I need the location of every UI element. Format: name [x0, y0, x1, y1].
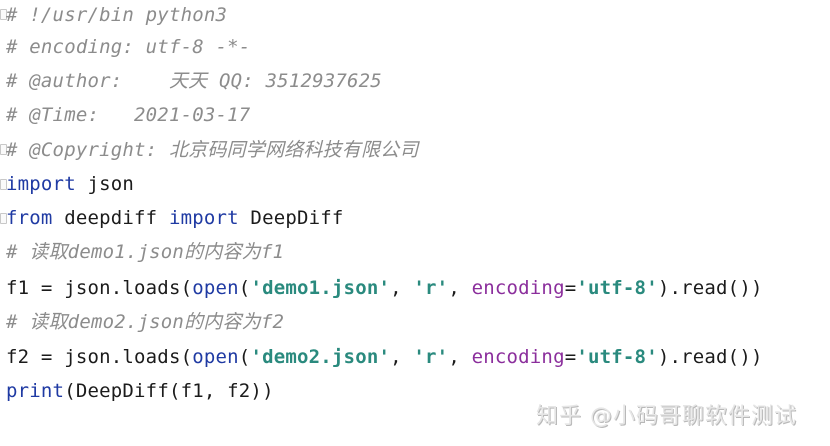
- code-text: (: [238, 277, 251, 299]
- comment: # 读取demo1.json的内容为f1: [6, 241, 285, 263]
- string-literal: 'utf-8': [576, 277, 658, 299]
- fold-marker-icon[interactable]: [0, 144, 7, 155]
- code-line-8: # 读取demo1.json的内容为f1: [6, 237, 284, 267]
- string-literal: 'r': [413, 346, 449, 368]
- code-text: =: [564, 346, 577, 368]
- code-line-5: # @Copyright: 北京码同学网络科技有限公司: [6, 135, 419, 165]
- fold-marker-icon[interactable]: [0, 179, 7, 190]
- string-literal: 'demo1.json': [250, 277, 391, 299]
- identifier: deepdiff: [52, 207, 169, 229]
- string-literal: 'utf-8': [576, 346, 658, 368]
- code-text: ,: [390, 277, 414, 299]
- comment: # encoding: utf-8 -*-: [6, 36, 251, 58]
- fold-marker-icon[interactable]: [0, 9, 7, 20]
- comment: # @author: 天天 QQ: 3512937625: [6, 70, 382, 92]
- code-line-6: import json: [6, 169, 134, 199]
- code-text: ).read()): [657, 346, 763, 368]
- code-line-3: # @author: 天天 QQ: 3512937625: [6, 66, 382, 96]
- code-line-12: print(DeepDiff(f1, f2)): [6, 376, 274, 406]
- code-text: (: [238, 346, 251, 368]
- comment: # !/usr/bin python3: [6, 4, 228, 26]
- code-line-7: from deepdiff import DeepDiff: [6, 203, 344, 233]
- code-text: =: [564, 277, 577, 299]
- code-line-11: f2 = json.loads(open('demo2.json', 'r', …: [6, 342, 763, 372]
- zhihu-watermark: 知乎 @小码哥聊软件测试: [536, 404, 797, 429]
- code-line-4: # @Time: 2021-03-17: [6, 100, 250, 130]
- comment: # @Copyright: 北京码同学网络科技有限公司: [6, 139, 419, 161]
- code-text: ).read()): [657, 277, 763, 299]
- code-text: ,: [448, 346, 472, 368]
- builtin-open: open: [192, 277, 239, 299]
- comment: # 读取demo2.json的内容为f2: [6, 311, 285, 333]
- builtin-print: print: [6, 380, 65, 402]
- keyword-argument: encoding: [471, 346, 565, 368]
- code-line-2: # encoding: utf-8 -*-: [6, 32, 250, 62]
- fold-marker-icon[interactable]: [0, 213, 7, 224]
- keyword-from: from: [6, 207, 53, 229]
- code-text: f1 = json.loads(: [6, 277, 193, 299]
- string-literal: 'demo2.json': [250, 346, 391, 368]
- code-line-10: # 读取demo2.json的内容为f2: [6, 307, 284, 337]
- keyword-import: import: [168, 207, 239, 229]
- code-line-1: # !/usr/bin python3: [6, 0, 227, 30]
- code-text: ,: [448, 277, 472, 299]
- identifier: DeepDiff: [238, 207, 344, 229]
- code-text: ,: [390, 346, 414, 368]
- identifier: json: [75, 173, 135, 195]
- keyword-import: import: [6, 173, 76, 195]
- string-literal: 'r': [413, 277, 449, 299]
- builtin-open: open: [192, 346, 239, 368]
- comment: # @Time: 2021-03-17: [6, 104, 251, 126]
- keyword-argument: encoding: [471, 277, 565, 299]
- code-text: (DeepDiff(f1, f2)): [64, 380, 274, 402]
- code-line-9: f1 = json.loads(open('demo1.json', 'r', …: [6, 273, 763, 303]
- code-text: f2 = json.loads(: [6, 346, 193, 368]
